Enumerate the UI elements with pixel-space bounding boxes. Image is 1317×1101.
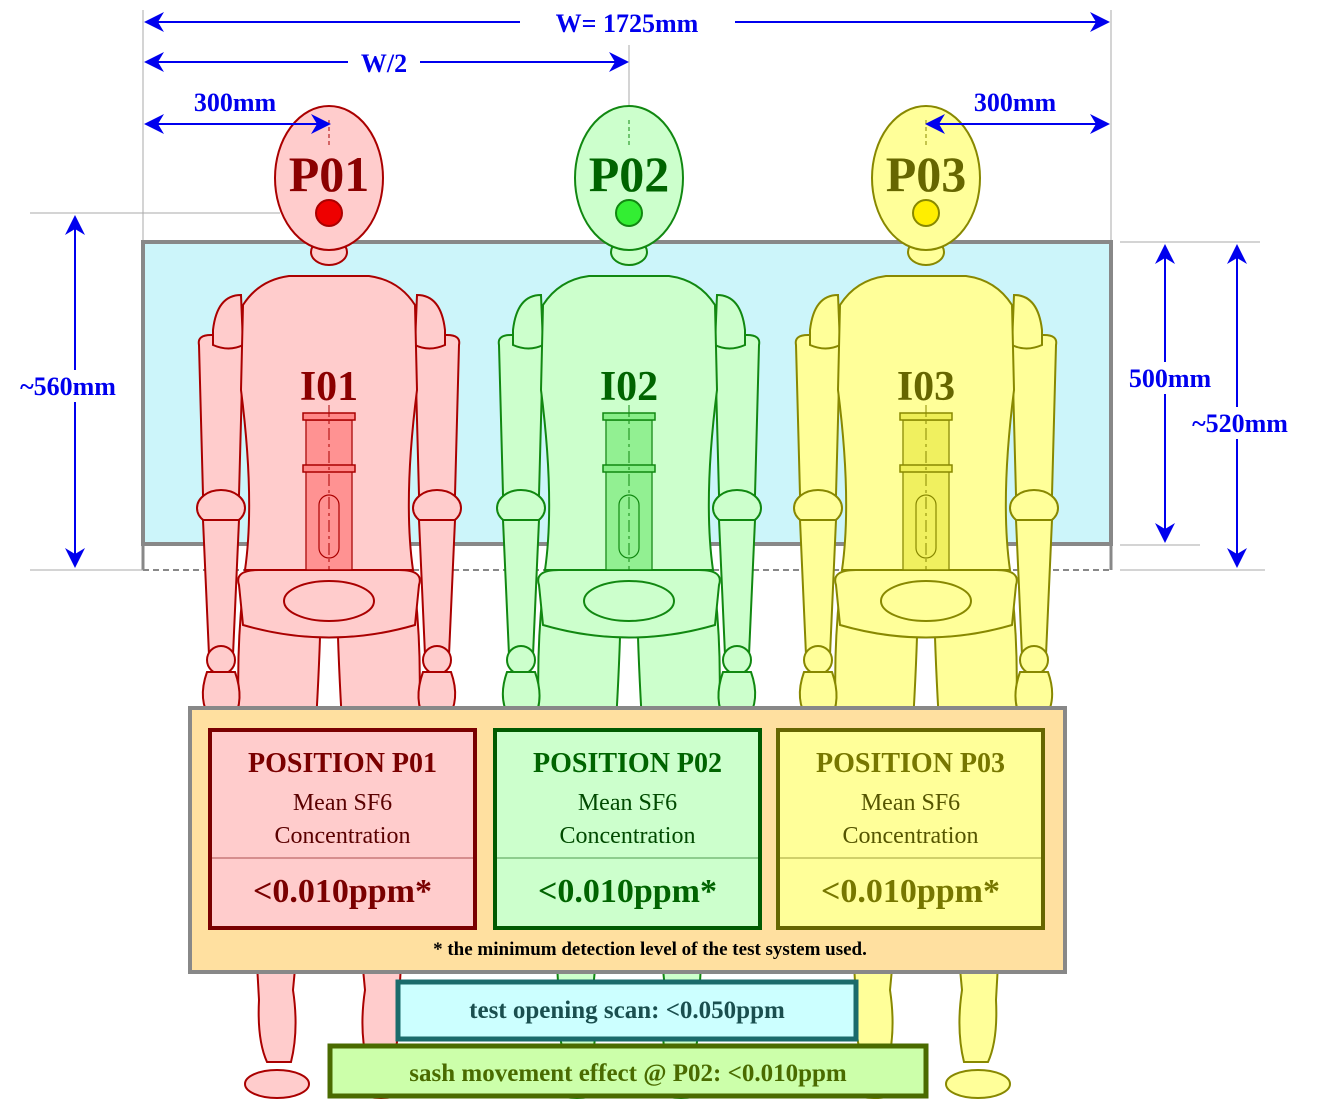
left-shoulder — [512, 293, 545, 350]
body-label: I02 — [600, 364, 658, 410]
right-upper-arm — [1010, 334, 1058, 496]
left-shoulder — [809, 293, 842, 350]
sash-movement-box: sash movement effect @ P02: <0.010ppm — [327, 1043, 929, 1099]
left-wrist — [206, 645, 236, 675]
sash-movement-text: sash movement effect @ P02: <0.010ppm — [409, 1060, 847, 1087]
sample-point-dot — [315, 199, 343, 227]
right-shoulder — [413, 293, 446, 350]
dimension-labels: W= 1725mm W/2 300mm 300mm ~560mm 500mm ~… — [6, 5, 1302, 439]
head — [574, 105, 684, 251]
sample-point-dot — [912, 199, 940, 227]
body-label: I03 — [897, 364, 955, 410]
head-label: P03 — [886, 146, 967, 202]
head — [274, 105, 384, 251]
right-shoulder — [1010, 293, 1043, 350]
right-wrist — [1019, 645, 1049, 675]
result-card-title: POSITION P02 — [533, 748, 722, 779]
result-card-line2: Concentration — [560, 823, 696, 849]
body-label: I01 — [300, 364, 358, 410]
total-width-label: W= 1725mm — [556, 9, 699, 38]
right-wrist — [422, 645, 452, 675]
left-height-label: ~560mm — [20, 372, 116, 401]
result-card-value: <0.010ppm* — [821, 873, 1000, 910]
left-wrist — [803, 645, 833, 675]
result-card-line2: Concentration — [843, 823, 979, 849]
sash-height-label: 500mm — [1129, 364, 1212, 393]
head — [871, 105, 981, 251]
left-foot — [244, 1069, 310, 1099]
right-shoulder — [713, 293, 746, 350]
right-forearm — [717, 519, 757, 656]
result-card-line2: Concentration — [275, 823, 411, 849]
result-card-title: POSITION P03 — [816, 748, 1005, 779]
left-wrist — [506, 645, 536, 675]
left-offset-label: 300mm — [194, 88, 277, 117]
result-card-title: POSITION P01 — [248, 748, 437, 779]
right-height-label: ~520mm — [1192, 409, 1288, 438]
left-forearm — [201, 519, 241, 656]
right-upper-arm — [713, 334, 761, 496]
pelvis — [283, 580, 375, 622]
head-label: P02 — [589, 146, 670, 202]
result-card-line1: Mean SF6 — [861, 790, 960, 816]
pelvis — [583, 580, 675, 622]
result-card-value: <0.010ppm* — [538, 873, 717, 910]
scan-result-text: test opening scan: <0.050ppm — [469, 997, 785, 1024]
right-forearm — [417, 519, 457, 656]
pelvis — [880, 580, 972, 622]
scan-result-box: test opening scan: <0.050ppm — [395, 979, 859, 1042]
head-label: P01 — [289, 146, 370, 202]
left-forearm — [798, 519, 838, 656]
results-footnote: * the minimum detection level of the tes… — [433, 939, 867, 960]
right-upper-arm — [413, 334, 461, 496]
right-wrist — [722, 645, 752, 675]
extension-lines — [30, 10, 1265, 571]
right-foot — [945, 1069, 1011, 1099]
result-card-line1: Mean SF6 — [578, 790, 677, 816]
right-forearm — [1014, 519, 1054, 656]
impinger-tube — [602, 405, 656, 571]
left-upper-arm — [497, 334, 545, 496]
left-shoulder — [212, 293, 245, 350]
impinger-tube — [899, 405, 953, 571]
right-offset-label: 300mm — [974, 88, 1057, 117]
left-upper-arm — [794, 334, 842, 496]
left-forearm — [501, 519, 541, 656]
left-upper-arm — [197, 334, 245, 496]
impinger-tube — [302, 405, 356, 571]
result-card-line1: Mean SF6 — [293, 790, 392, 816]
half-width-label: W/2 — [361, 49, 407, 78]
dimension-arrows — [65, 12, 1247, 568]
sample-point-dot — [615, 199, 643, 227]
result-card-value: <0.010ppm* — [253, 873, 432, 910]
